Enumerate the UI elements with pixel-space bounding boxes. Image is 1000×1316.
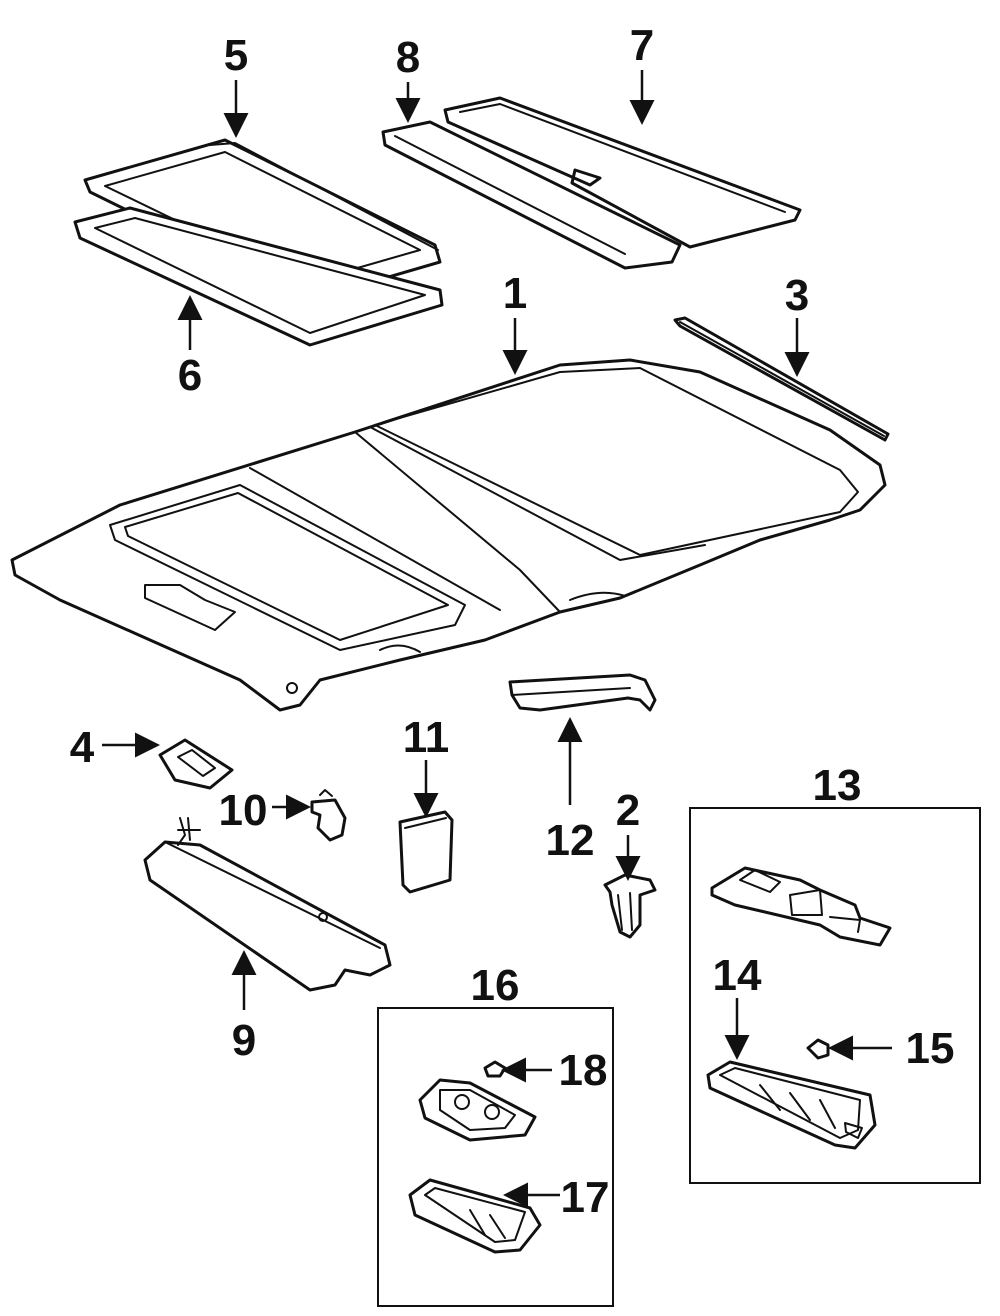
callout-15: 15	[906, 1024, 955, 1073]
callout-7: 7	[630, 21, 654, 70]
part-7-sunshade-panel	[443, 96, 802, 249]
callout-17: 17	[561, 1173, 610, 1222]
callout-6: 6	[178, 351, 202, 400]
part-13-lamp-assembly	[710, 866, 892, 947]
callout-3: 3	[785, 271, 809, 320]
part-17-lens	[408, 1178, 542, 1254]
callout-10: 10	[219, 786, 268, 835]
leader-arrows	[102, 70, 892, 1208]
callout-1: 1	[503, 269, 527, 318]
part-3-roof-molding	[673, 316, 890, 442]
part-2-clip	[603, 873, 657, 939]
part-6-weatherstrip	[73, 206, 444, 347]
part-14-lamp-housing	[706, 1060, 877, 1150]
part-4-bezel	[158, 738, 234, 790]
callout-13: 13	[813, 761, 862, 810]
part-11-lamp-lens	[398, 810, 454, 894]
callout-5: 5	[224, 31, 248, 80]
callout-18: 18	[559, 1046, 608, 1095]
callout-9: 9	[232, 1016, 256, 1065]
callout-12: 12	[546, 816, 595, 865]
part-9-sun-visor	[143, 817, 392, 992]
box-16-lamp-assembly	[377, 1007, 614, 1307]
callout-16: 16	[471, 961, 520, 1010]
callout-11: 11	[403, 713, 450, 762]
box-13-lamp-assembly	[689, 807, 981, 1184]
callout-8: 8	[396, 33, 420, 82]
callout-4: 4	[70, 723, 95, 772]
callout-2: 2	[616, 786, 640, 835]
part-15-bulb	[806, 1038, 830, 1060]
callout-labels: 5 6 8 7 1 3 4 10 11 12 2 13 9 14 15 16 1…	[70, 21, 955, 1222]
part-10-visor-holder	[310, 789, 347, 842]
part-18-lamp-body	[418, 1060, 537, 1142]
part-5-sunroof-glass	[83, 138, 442, 302]
part-8-rear-sunshade	[381, 120, 682, 270]
callout-14: 14	[713, 951, 762, 1000]
part-1-headliner	[10, 358, 887, 712]
part-12-assist-grip	[508, 673, 657, 712]
